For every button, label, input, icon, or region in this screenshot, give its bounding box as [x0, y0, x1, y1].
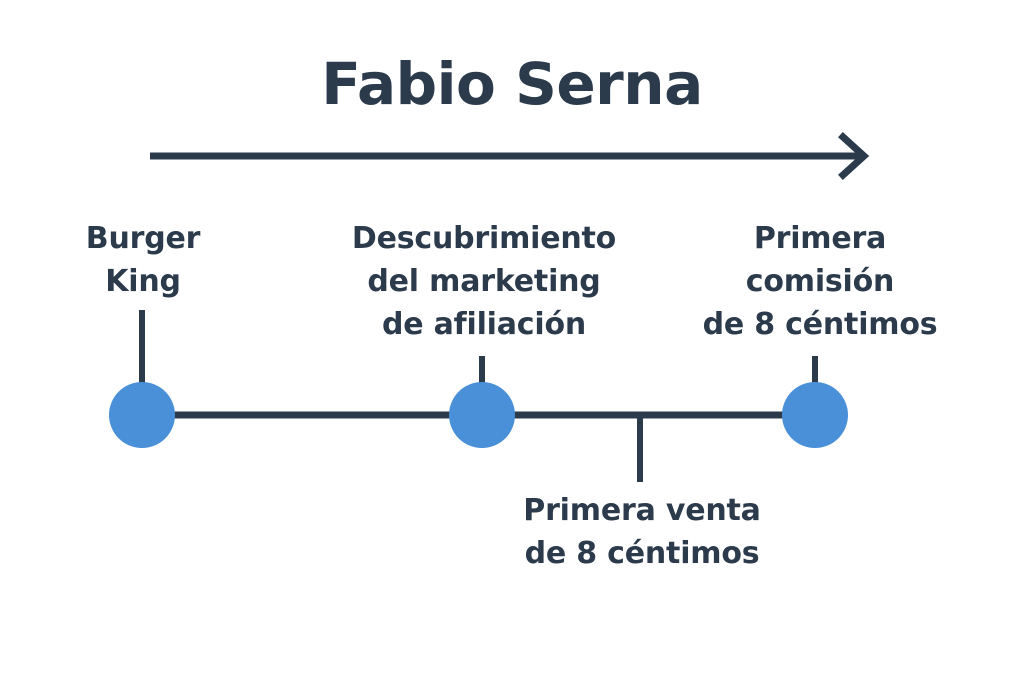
time-arrow: [149, 132, 876, 180]
label-line: Burger: [85, 221, 201, 256]
label-line: de afiliación: [381, 306, 587, 342]
label-line: de 8 céntimos: [524, 535, 760, 571]
milestone-node-descubrimiento: [449, 382, 515, 448]
label-line: King: [105, 263, 181, 299]
milestone-node-burger-king: [109, 382, 175, 448]
time-arrow-shape: [149, 132, 870, 180]
label-line: Primera venta: [523, 493, 761, 528]
label-line: comisión: [745, 263, 895, 299]
milestone-label-primera-venta: Primera venta de 8 céntimos: [480, 490, 804, 576]
label-line: de 8 céntimos: [702, 306, 938, 342]
page-title: Fabio Serna: [321, 50, 703, 118]
milestone-node-primera-comision: [782, 382, 848, 448]
milestone-label-burger-king: Burger King: [12, 218, 274, 304]
label-line: Primera: [753, 221, 887, 256]
milestone-label-primera-comision: Primera comisión de 8 céntimos: [660, 218, 980, 347]
milestone-label-descubrimiento: Descubrimiento del marketing de afiliaci…: [312, 218, 656, 347]
label-line: Descubrimiento: [351, 221, 617, 256]
label-line: del marketing: [367, 263, 601, 299]
